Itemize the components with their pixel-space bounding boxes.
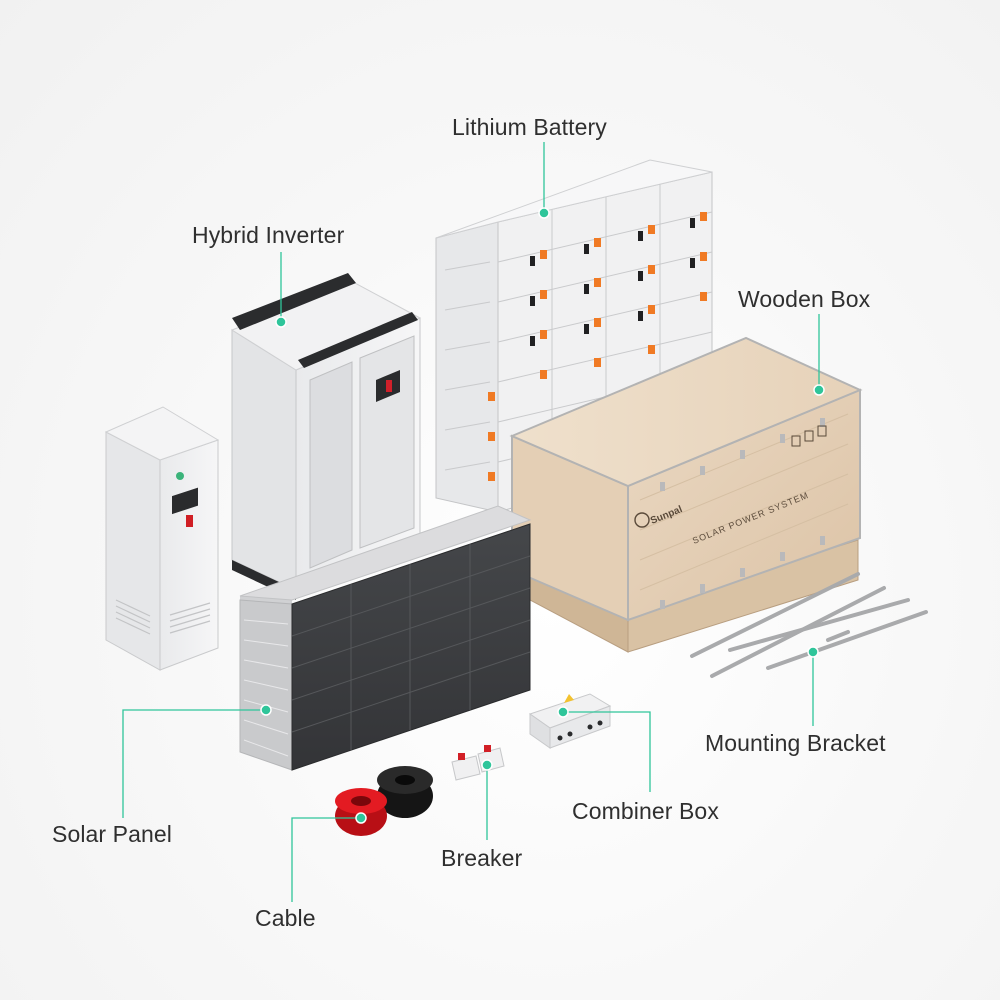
label-combiner-box: Combiner Box [572,798,719,824]
wooden-crate: Sunpal SOLAR POWER SYSTEM [509,336,863,653]
label-mounting-bracket: Mounting Bracket [705,730,886,756]
label-wooden-box: Wooden Box [738,286,871,312]
leader-dots [260,207,825,824]
label-cable: Cable [255,905,316,931]
small-cabinet [104,406,220,671]
mounting-rails [690,572,928,678]
label-hybrid-inverter: Hybrid Inverter [192,222,345,248]
label-solar-panel: Solar Panel [52,821,173,847]
inverter-cabinet [230,273,422,600]
breakers [451,745,505,781]
leader-lines [122,142,820,902]
cable-rolls [335,766,433,836]
label-breaker: Breaker [441,845,523,871]
combiner-box [528,693,612,749]
label-lithium-battery: Lithium Battery [452,114,607,140]
solar-panel-stack [239,505,532,771]
